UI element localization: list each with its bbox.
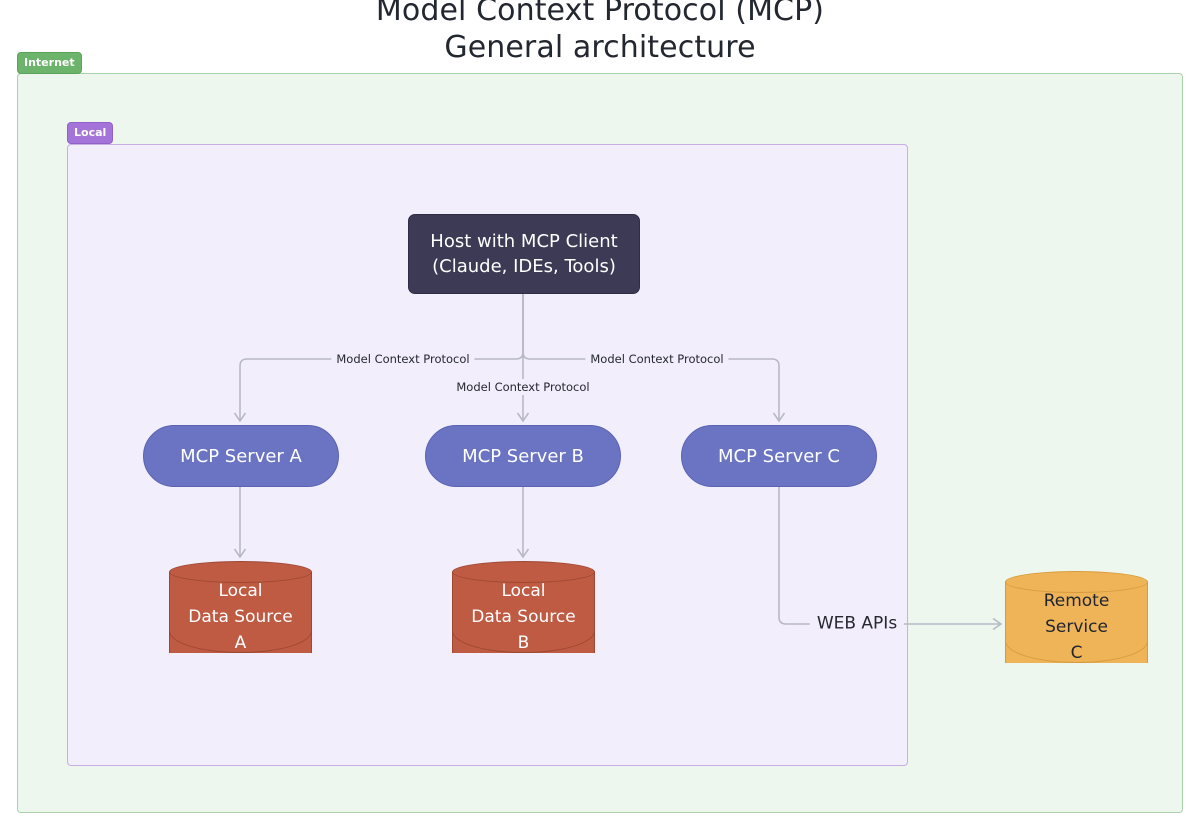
edge-label-mcp-right: Model Context Protocol <box>585 351 729 367</box>
ds-b-line-2: Data Source <box>471 607 576 627</box>
edge-server-c-to-remote-service-c <box>778 487 1000 625</box>
rs-c-line-3: C <box>1070 643 1083 663</box>
arrowhead-remote-service-c <box>992 617 1003 631</box>
node-mcp-server-a-label: MCP Server A <box>180 445 302 467</box>
edge-label-mcp-left: Model Context Protocol <box>331 351 475 367</box>
group-local-label: Local <box>67 122 114 144</box>
title-line-2: General architecture <box>444 30 756 65</box>
arrowhead-data-source-a <box>233 548 247 559</box>
node-remote-service-c[interactable]: Remote Service C <box>1005 571 1148 674</box>
cylinder-top-cap <box>452 561 595 583</box>
edge-label-web-apis: WEB APIs <box>809 612 905 636</box>
ds-a-line-2: Data Source <box>188 607 293 627</box>
node-host-line-2: (Claude, IDEs, Tools) <box>432 256 616 277</box>
node-mcp-server-b-label: MCP Server B <box>462 445 584 467</box>
page-title: Model Context Protocol (MCP) General arc… <box>0 0 1200 66</box>
ds-b-line-3: B <box>517 633 530 653</box>
title-line-1: Model Context Protocol (MCP) <box>375 0 825 28</box>
arrowhead-server-c <box>772 412 786 423</box>
node-mcp-server-c[interactable]: MCP Server C <box>681 425 877 487</box>
node-local-data-source-b[interactable]: Local Data Source B <box>452 561 595 664</box>
edge-label-mcp-center: Model Context Protocol <box>451 379 595 395</box>
rs-c-line-1: Remote <box>1043 591 1110 611</box>
node-mcp-server-b[interactable]: MCP Server B <box>425 425 621 487</box>
cylinder-top-cap <box>1005 571 1148 593</box>
node-local-data-source-a[interactable]: Local Data Source A <box>169 561 312 664</box>
ds-a-line-1: Local <box>218 581 263 601</box>
arrowhead-server-b <box>516 412 530 423</box>
cylinder-top-cap <box>169 561 312 583</box>
ds-b-line-1: Local <box>501 581 546 601</box>
node-host-with-mcp-client[interactable]: Host with MCP Client (Claude, IDEs, Tool… <box>408 214 640 294</box>
ds-a-line-3: A <box>234 633 247 653</box>
node-mcp-server-a[interactable]: MCP Server A <box>143 425 339 487</box>
node-remote-service-c-label: Remote Service C <box>1005 591 1148 663</box>
group-internet-label: Internet <box>17 52 82 74</box>
arrowhead-data-source-b <box>516 548 530 559</box>
rs-c-line-2: Service <box>1045 617 1108 637</box>
node-mcp-server-c-label: MCP Server C <box>718 445 840 467</box>
node-local-data-source-a-label: Local Data Source A <box>169 581 312 653</box>
node-local-data-source-b-label: Local Data Source B <box>452 581 595 653</box>
node-host-line-1: Host with MCP Client <box>430 231 618 252</box>
arrowhead-server-a <box>233 412 247 423</box>
